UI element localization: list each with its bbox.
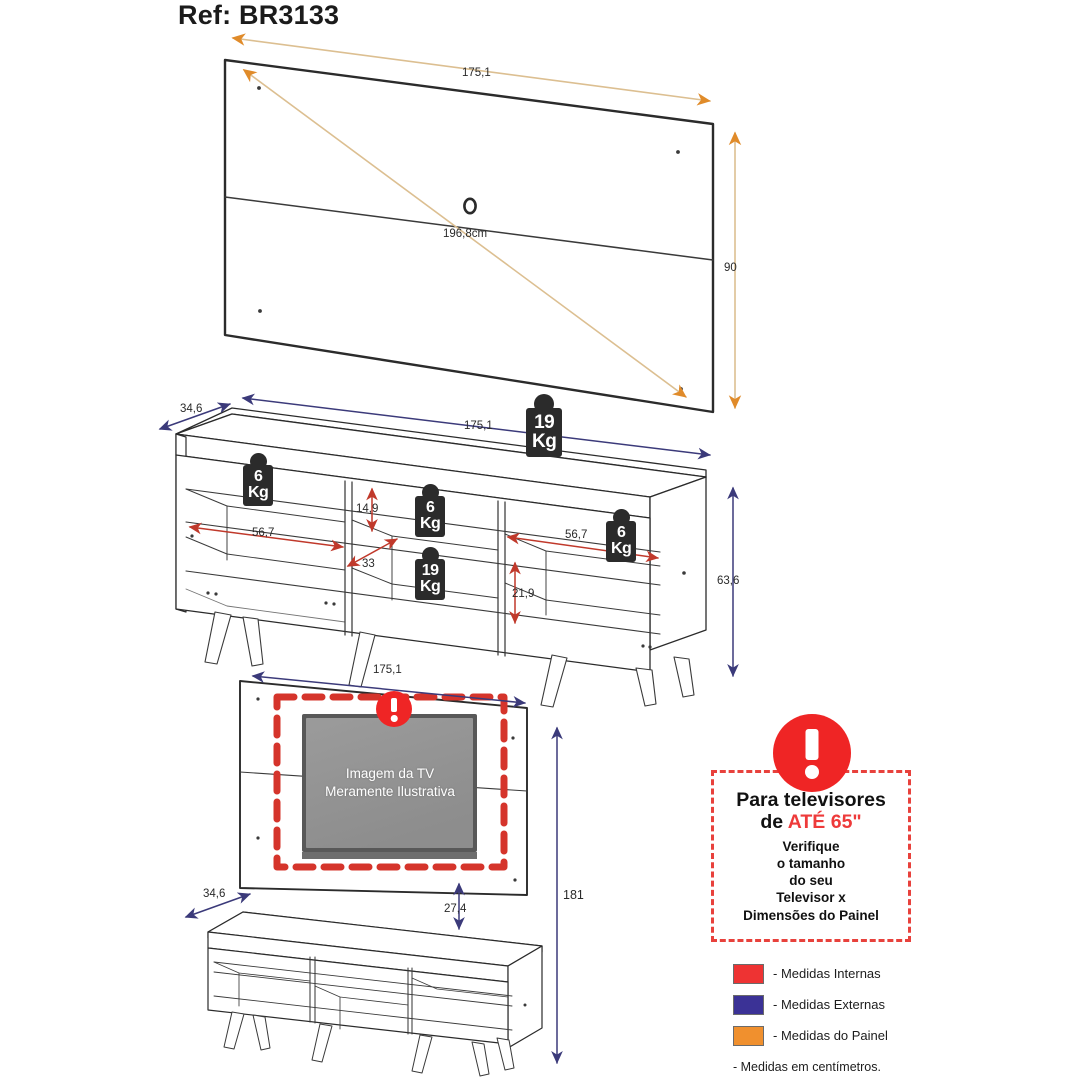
assembly-gap-label: 27,4	[444, 903, 467, 915]
warning-text-block: Para televisores de ATÉ 65" Verifique o …	[711, 789, 911, 924]
assembly-width-label: 175,1	[373, 664, 402, 676]
legend-item-internal: - Medidas Internas	[733, 958, 983, 989]
weight-tag-6kg-middle: 6 Kg	[415, 484, 446, 537]
warning-subtext: Verifique o tamanho do seu Televisor x D…	[711, 838, 911, 924]
warning-line2: de ATÉ 65"	[711, 810, 911, 834]
warning-sub-line5: Dimensões do Painel	[743, 907, 879, 923]
warning-line2-prefix: de	[760, 810, 788, 833]
assembly-panel-drawing	[239, 680, 528, 896]
panel-height-label: 90	[724, 262, 737, 274]
weight-value: 6	[425, 499, 435, 516]
weight-value: 6	[253, 468, 263, 485]
lower-height-label: 21,9	[512, 588, 535, 600]
shelf-height-label: 14,9	[356, 503, 379, 515]
legend-swatch-panel	[733, 1025, 764, 1046]
legend-note: - Medidas em centímetros.	[733, 1060, 881, 1074]
weight-value: 19	[421, 562, 439, 579]
assembly-total-height-label: 181	[563, 888, 584, 902]
legend: - Medidas Internas - Medidas Externas - …	[733, 958, 983, 1074]
legend-label-panel: - Medidas do Painel	[773, 1028, 888, 1043]
weight-value: 6	[616, 524, 626, 541]
warning-line2-highlight: ATÉ 65"	[787, 810, 862, 833]
stand-width-dimension	[241, 393, 711, 460]
weight-unit: Kg	[248, 484, 269, 501]
assembly-width-dimension	[251, 671, 526, 708]
shelf-width-left-label: 56,7	[252, 527, 275, 539]
tv-placeholder-text: Imagem da TV Meramente Ilustrativa	[290, 765, 490, 801]
exclamation-dot	[805, 765, 819, 779]
weight-tag-6kg-left: 6 Kg	[243, 453, 274, 506]
weight-unit: Kg	[611, 540, 632, 557]
legend-item-panel: - Medidas do Painel	[733, 1020, 983, 1051]
weight-unit: Kg	[420, 578, 441, 595]
tv-placeholder-line2: Meramente Ilustrativa	[325, 784, 455, 800]
exclamation-dot	[390, 715, 398, 722]
exclamation-bar	[391, 698, 397, 712]
weight-unit: Kg	[532, 431, 557, 452]
legend-swatch-external	[733, 994, 764, 1015]
warning-sub-line4: Televisor x	[776, 890, 846, 906]
warning-sub-line2: o tamanho	[776, 855, 846, 871]
warning-sub-line3: do seu	[789, 873, 833, 889]
tv-placeholder-line1: Imagem da TV	[345, 766, 435, 781]
warning-dashed-border	[711, 770, 911, 942]
stand-width-label: 175,1	[464, 420, 493, 432]
shelf-width-right-label: 56,7	[565, 529, 588, 541]
tv-size-warning-box: Para televisores de ATÉ 65" Verifique o …	[703, 714, 921, 949]
exclamation-bar	[805, 729, 819, 760]
panel-diagonal-dimension	[242, 69, 687, 398]
assembly-depth-label: 34,6	[203, 888, 226, 900]
stand-depth-label: 34,6	[180, 403, 203, 415]
weight-tag-19kg-middle: 19 Kg	[415, 547, 446, 600]
panel-warning-icon	[376, 691, 412, 727]
warning-exclamation-icon	[773, 714, 851, 792]
panel-diagonal-label: 196,8cm	[443, 228, 488, 240]
weight-unit: Kg	[420, 515, 441, 532]
legend-label-external: - Medidas Externas	[773, 997, 885, 1012]
weight-tag-6kg-right: 6 Kg	[606, 509, 637, 562]
stand-depth-dimension	[158, 402, 231, 431]
weight-tag-19kg-top: 19 Kg	[526, 394, 563, 457]
legend-swatch-internal	[733, 963, 764, 984]
warning-line1: Para televisores	[736, 789, 886, 811]
weight-value: 19	[534, 412, 555, 433]
stand-height-label: 63,6	[717, 575, 740, 587]
warning-sub-line1: Verifique	[782, 838, 840, 854]
legend-label-internal: - Medidas Internas	[773, 966, 881, 981]
middle-width-label: 33	[362, 558, 375, 570]
tv-illustration	[302, 714, 477, 859]
assembly-depth-dimension	[184, 892, 251, 919]
panel-width-label: 175,1	[462, 67, 491, 79]
reference-title: Ref: BR3133	[178, 0, 340, 30]
legend-item-external: - Medidas Externas	[733, 989, 983, 1020]
bottom-stand-drawing	[207, 911, 543, 1077]
